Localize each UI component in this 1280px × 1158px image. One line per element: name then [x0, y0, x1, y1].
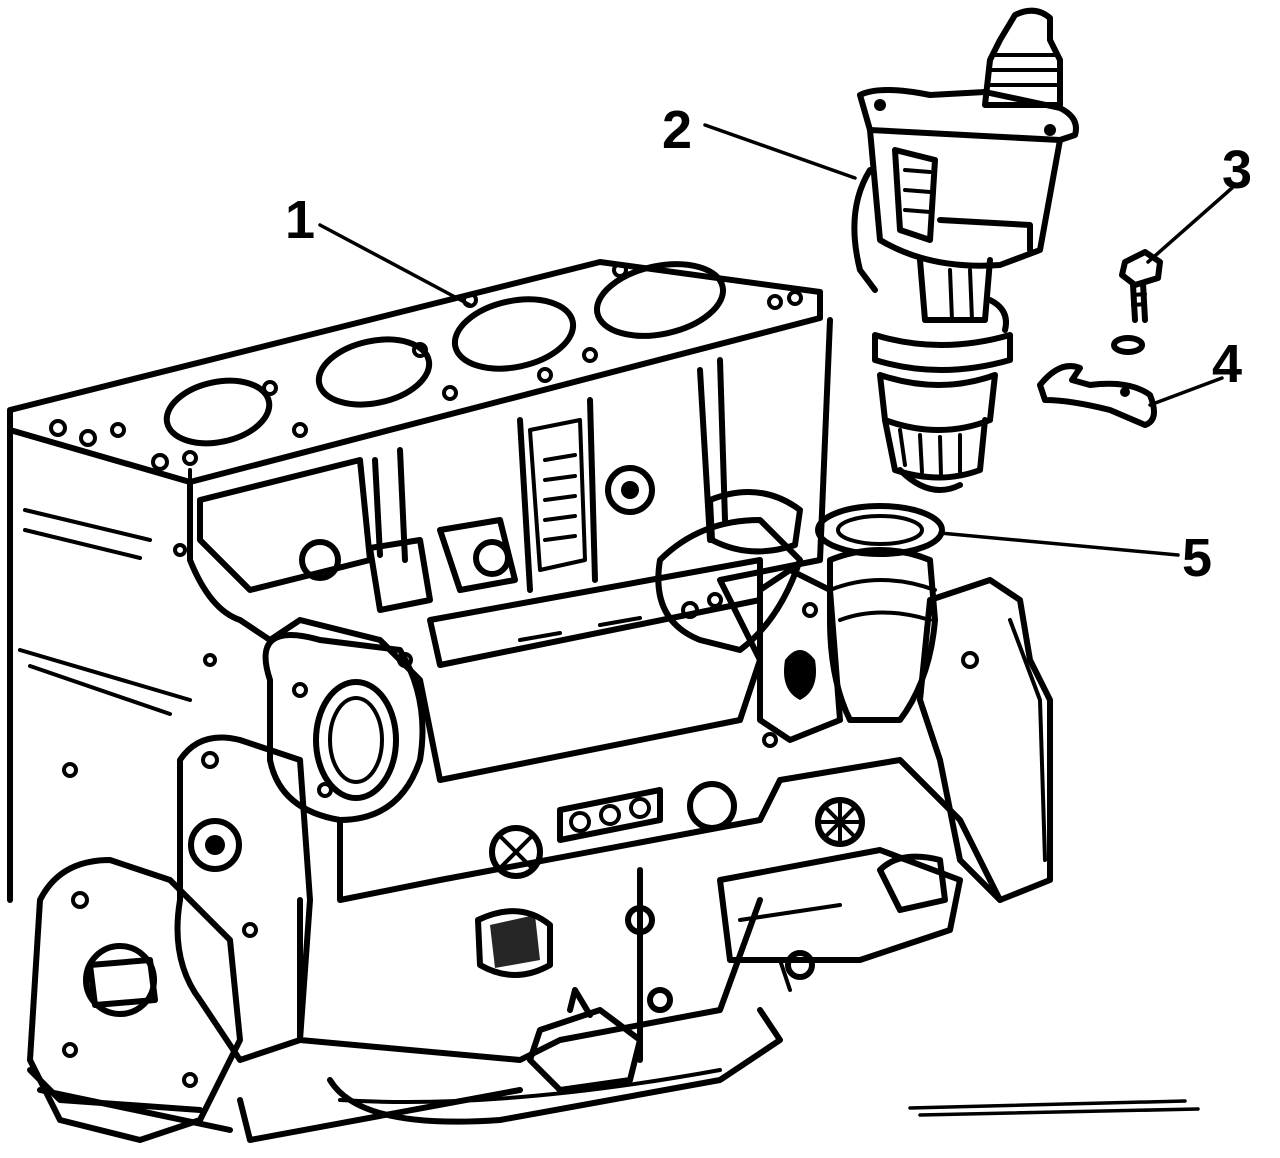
engine-block	[7, 259, 1053, 1143]
callout-3: 3	[1222, 140, 1252, 200]
leader-4	[1148, 376, 1224, 407]
callout-2: 2	[662, 100, 692, 160]
distributor	[851, 7, 1079, 493]
callout-4: 4	[1212, 334, 1242, 394]
bolt	[1119, 249, 1163, 323]
decorative-rule-2	[918, 1107, 1200, 1117]
decorative-rule-1	[908, 1099, 1187, 1110]
clamp-and-washer	[1037, 335, 1157, 428]
leader-2	[703, 123, 857, 180]
callout-5: 5	[1182, 528, 1212, 588]
leader-1	[318, 223, 472, 307]
callouts: 1 2 3 4 5	[285, 100, 1252, 588]
leader-3	[1146, 186, 1234, 264]
callout-1: 1	[285, 190, 315, 250]
seal-ring	[815, 503, 945, 557]
leader-lines	[318, 123, 1234, 557]
leader-5	[938, 531, 1180, 557]
